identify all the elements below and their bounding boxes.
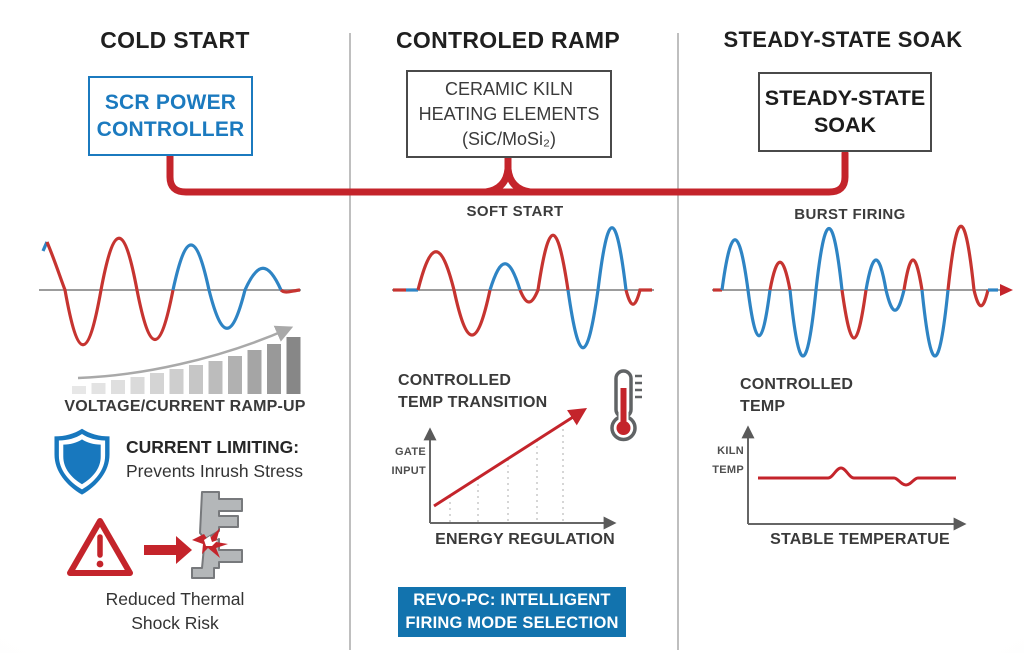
energy-regulation-label: ENERGY REGULATION	[435, 531, 615, 548]
temp-label: TEMP	[712, 464, 744, 476]
controlled-temp-line1: CONTROLLED	[740, 376, 854, 393]
controlled-temp-label: CONTROLLED TEMP	[740, 374, 853, 418]
controlled-temp-line2: TEMP	[740, 398, 786, 415]
soak-box-line1: STEADY-STATE	[764, 86, 926, 110]
ramp-arrow-icon	[433, 408, 588, 508]
thermometer-icon	[610, 369, 642, 442]
kiln-temp-graph	[741, 425, 967, 531]
burst-firing-label: BURST FIRING	[794, 206, 906, 223]
gate-input-axis-label: GATE INPUT	[371, 443, 426, 481]
ramp-up-bar-chart-icon	[72, 325, 301, 394]
ramp-bars	[72, 337, 301, 394]
soft-start-label: SOFT START	[466, 203, 564, 220]
growth-arrow-icon	[77, 325, 294, 380]
temp-transition-label: CONTROLLED TEMP TRANSITION	[398, 370, 547, 414]
warning-triangle-icon	[67, 518, 133, 576]
shield-icon	[54, 428, 110, 495]
cracked-heating-element-icon	[191, 491, 243, 579]
axis-arrowhead	[1000, 284, 1013, 296]
temp-transition-line2: TEMP TRANSITION	[398, 394, 548, 411]
red-connector-bus	[166, 149, 849, 196]
steady-state-soak-box: STEADY-STATE SOAK	[758, 72, 932, 152]
cold-start-waveform-icon	[39, 236, 301, 347]
thermal-risk-line1: Reduced Thermal	[105, 589, 245, 609]
gate-label: GATE	[395, 446, 426, 458]
banner-line2: FIRING MODE SELECTION	[405, 614, 619, 632]
thermal-risk-caption: Reduced Thermal Shock Risk	[95, 587, 255, 635]
current-limiting-title: CURRENT LIMITING:	[126, 437, 300, 457]
soft-start-waveform-icon	[392, 226, 654, 350]
banner-line1: REVO-PC: INTELLIGENT	[413, 591, 611, 609]
scr-box-line2: CONTROLLER	[96, 118, 245, 141]
column-title-cold-start: COLD START	[100, 27, 250, 53]
kiln-box-line1: CERAMIC KILN	[444, 78, 574, 99]
revo-pc-banner: REVO-PC: INTELLIGENT FIRING MODE SELECTI…	[398, 587, 626, 637]
current-limiting-text: Prevents Inrush Stress	[126, 461, 304, 481]
right-arrow-icon	[144, 536, 192, 564]
soak-box-line2: SOAK	[813, 113, 877, 137]
gate-input-graph	[423, 408, 617, 530]
input-label: INPUT	[391, 465, 426, 477]
temp-transition-line1: CONTROLLED	[398, 372, 512, 389]
ceramic-kiln-elements-box: CERAMIC KILN HEATING ELEMENTS (SiC/MoSi₂…	[406, 70, 612, 158]
scr-box-line1: SCR POWER	[104, 91, 237, 114]
stable-temp-line	[758, 466, 956, 487]
kiln-label: KILN	[717, 445, 744, 457]
stable-temperature-label: STABLE TEMPERATUE	[770, 531, 950, 548]
ramp-up-caption: VOLTAGE/CURRENT RAMP-UP	[64, 398, 306, 415]
burst-firing-waveform-icon	[712, 224, 1013, 358]
kiln-temp-axis-label: KILN TEMP	[700, 442, 744, 480]
scr-power-controller-box: SCR POWER CONTROLLER	[88, 76, 253, 156]
column-title-controlled-ramp: CONTROLED RAMP	[396, 27, 620, 53]
gridlines	[449, 423, 564, 522]
kiln-box-line2: HEATING ELEMENTS	[418, 103, 600, 124]
thermal-risk-line2: Shock Risk	[131, 613, 219, 633]
kiln-box-line3: (SiC/MoSi₂)	[462, 128, 556, 149]
column-title-steady-state-soak: STEADY-STATE SOAK	[723, 27, 963, 52]
